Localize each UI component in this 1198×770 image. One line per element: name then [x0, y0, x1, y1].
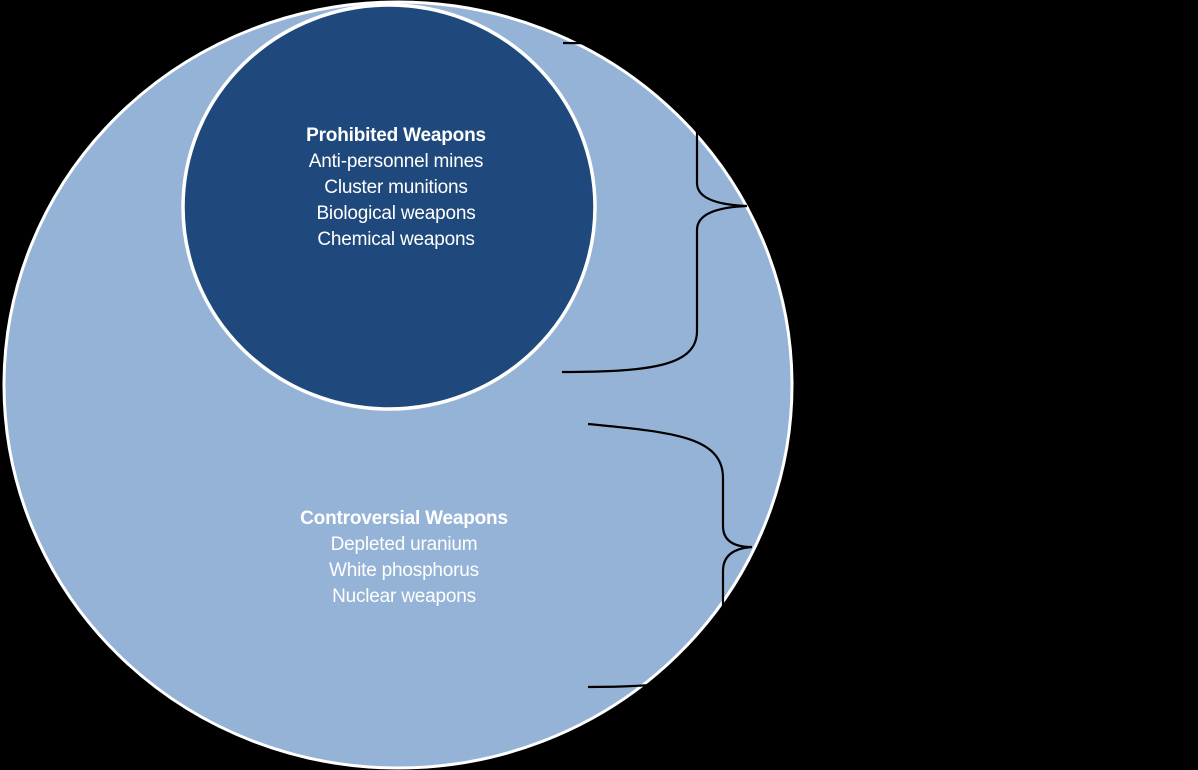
inner-circle-brace-icon [561, 41, 748, 374]
inner-circle-label-block: Prohibited Weapons Anti-personnel mines … [306, 123, 486, 253]
inner-circle-item: Anti-personnel mines [308, 151, 484, 172]
outer-circle-item: Nuclear weapons [332, 586, 476, 607]
outer-circle-brace-icon [587, 422, 753, 689]
inner-circle-item: Chemical weapons [317, 229, 475, 250]
inner-circle-title: Prohibited Weapons [306, 125, 486, 146]
inner-circle-item: Cluster munitions [324, 177, 468, 198]
outer-circle-item: Depleted uranium [330, 534, 478, 555]
outer-circle-title: Controversial Weapons [300, 508, 508, 529]
inner-circle-item: Biological weapons [316, 203, 476, 224]
outer-circle-label-block: Controversial Weapons Depleted uranium W… [300, 506, 508, 610]
outer-circle-item: White phosphorus [329, 560, 479, 581]
inner-circle [181, 3, 597, 411]
